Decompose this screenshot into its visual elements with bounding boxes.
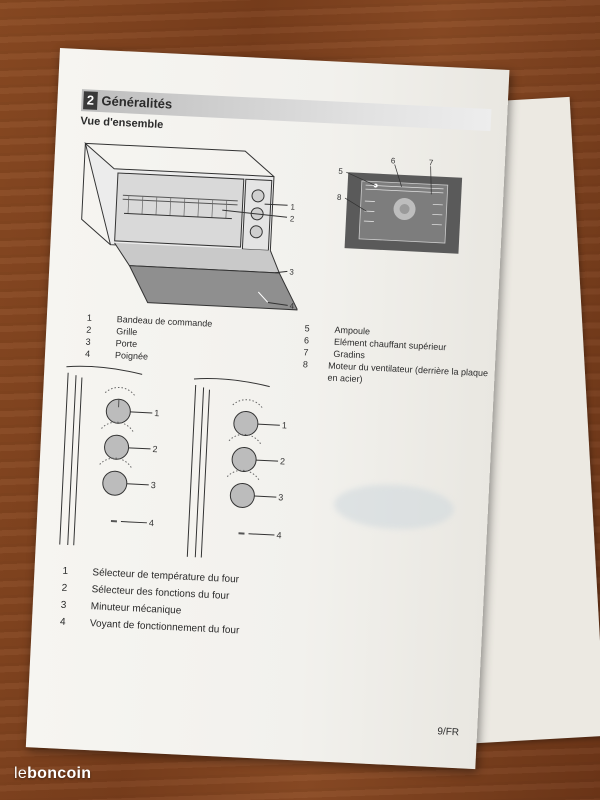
panel-callout: 2 <box>280 456 285 466</box>
panel-callout: 1 <box>154 408 159 418</box>
panel-callout: 1 <box>282 420 287 430</box>
oven-callout: 1 <box>290 202 295 211</box>
panel-callout: 2 <box>152 444 157 454</box>
panel-callout: 4 <box>149 518 154 528</box>
leboncoin-watermark: leboncoin <box>14 765 92 782</box>
section-title: Généralités <box>101 93 173 112</box>
subtitle: Vue d'ensemble <box>80 115 164 132</box>
control-panel-illustration-right: 1 2 3 4 <box>186 378 287 558</box>
panel-callout: 4 <box>276 530 281 540</box>
section-number: 2 <box>83 91 98 110</box>
interior-callout: 8 <box>337 193 342 202</box>
oven-illustration: 1 2 3 4 <box>81 141 299 311</box>
oven-callout: 2 <box>290 214 295 223</box>
interior-callout: 7 <box>429 158 434 167</box>
interior-callout: 5 <box>338 167 343 176</box>
page-number: 9/FR <box>437 726 460 739</box>
panel-callout: 3 <box>278 492 283 502</box>
manual-page: 2 Généralités Vue d'ensemble 1 2 3 4 <box>25 48 510 770</box>
control-panel-illustration-left: 1 2 3 4 <box>59 365 160 546</box>
oven-interior-illustration: 5 6 7 8 <box>337 156 463 254</box>
light-glare <box>332 481 455 532</box>
oven-callout: 3 <box>289 267 294 276</box>
panel-callout: 3 <box>151 480 156 490</box>
oven-callout: 4 <box>289 302 294 311</box>
interior-callout: 6 <box>391 156 396 165</box>
